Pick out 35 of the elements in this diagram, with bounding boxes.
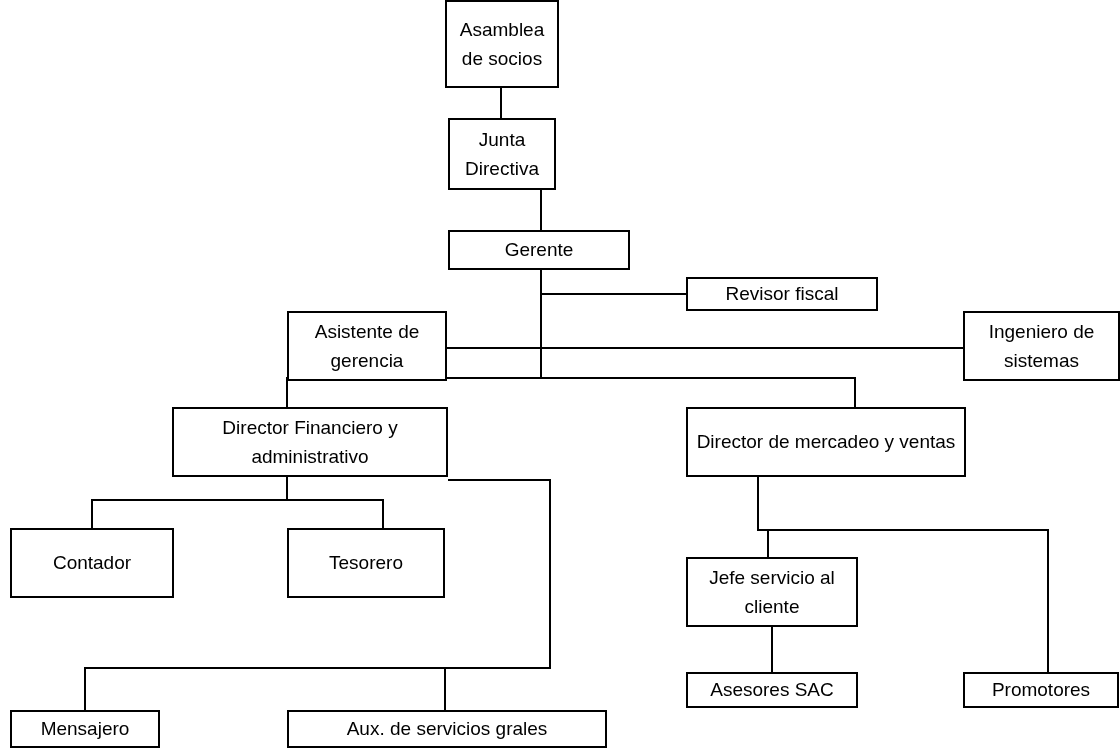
org-box [686,407,966,477]
box-label: Junta Directiva [464,127,540,181]
box-label: Promotores [991,678,1091,703]
box-label: Asamblea de socios [458,17,546,71]
box-label: Tesorero [329,551,403,576]
org-box [448,118,556,190]
org-box [686,672,858,708]
connector-line [771,626,773,673]
org-box [686,277,878,311]
org-box [287,710,607,748]
connector-line [286,476,384,529]
org-box [448,230,630,270]
org-box [172,407,448,477]
box-label: Asesores SAC [710,678,834,703]
box-label: Contador [52,551,132,576]
org-box [445,0,559,88]
connector-line [500,87,502,119]
connector-line [540,189,542,231]
box-label: Ingeniero de sistemas [987,319,1096,373]
org-box [287,528,445,598]
org-box [963,311,1120,381]
org-box [686,557,858,627]
box-label: Director de mercadeo y ventas [696,430,956,455]
box-label: Revisor fiscal [725,282,839,307]
box-label: Gerente [504,238,574,263]
org-box [287,311,447,381]
org-box [10,710,160,748]
box-label: Mensajero [40,717,130,742]
connector-line [444,479,551,711]
box-label: Jefe servicio al cliente [708,565,836,619]
box-label: Director Financiero y administrativo [221,415,399,469]
box-label: Asistente de gerencia [313,319,421,373]
org-box [963,672,1119,708]
box-label: Aux. de servicios grales [346,717,548,742]
org-box [10,528,174,598]
